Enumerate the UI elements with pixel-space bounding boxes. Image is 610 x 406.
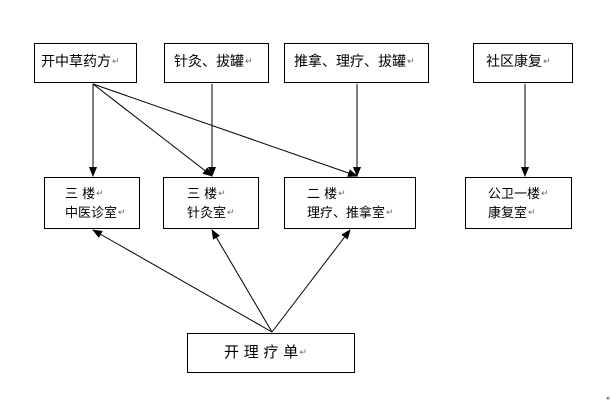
paragraph-mark: ↵ xyxy=(112,57,120,67)
therapy-massage-room-floor: 二 楼 xyxy=(307,187,338,202)
acupuncture-cupping-box: 针灸、拔罐↵ xyxy=(164,43,269,83)
paragraph-mark: ↵ xyxy=(541,189,549,199)
paragraph-mark: ↵ xyxy=(543,57,551,67)
arrow-chinese-herbal-to-therapy-massage-room xyxy=(92,83,358,177)
paragraph-mark: ↵ xyxy=(245,57,253,67)
paragraph-mark: ↵ xyxy=(386,208,394,218)
arrow-prescription-to-acupuncture-room xyxy=(211,229,273,333)
rehab-room-box: 公卫一楼↵ 康复室↵ xyxy=(465,177,572,229)
therapy-massage-room-box: 二 楼↵ 理疗、推拿室↵ xyxy=(284,177,416,229)
rehab-room-name: 康复室 xyxy=(488,206,528,221)
paragraph-mark: ↵ xyxy=(606,394,610,404)
prescription-label: 开 理 疗 单 xyxy=(224,343,299,361)
paragraph-mark: ↵ xyxy=(338,189,346,199)
paragraph-mark: ↵ xyxy=(227,208,235,218)
paragraph-mark: ↵ xyxy=(407,57,415,67)
community-rehab-label: 社区康复 xyxy=(486,54,542,70)
prescription-box: 开 理 疗 单↵ xyxy=(187,333,355,373)
herbal-prescription-box: 开中草药方↵ xyxy=(34,43,137,83)
massage-therapy-cupping-box: 推拿、理疗、拔罐↵ xyxy=(284,43,429,83)
acupuncture-room-floor: 三 楼 xyxy=(187,187,218,202)
community-rehab-box: 社区康复↵ xyxy=(473,43,573,83)
tcm-clinic-room: 中医诊室 xyxy=(65,206,118,221)
paragraph-mark: ↵ xyxy=(96,189,104,199)
rehab-room-floor: 公卫一楼 xyxy=(488,187,541,202)
massage-therapy-cupping-label: 推拿、理疗、拔罐 xyxy=(294,54,406,70)
arrow-chinese-herbal-to-acupuncture-room xyxy=(92,83,213,177)
paragraph-mark: ↵ xyxy=(118,208,126,218)
acupuncture-cupping-label: 针灸、拔罐 xyxy=(174,54,244,70)
arrow-prescription-to-tcm-clinic xyxy=(92,229,273,333)
acupuncture-room-box: 三 楼↵ 针灸室↵ xyxy=(163,177,259,229)
arrow-prescription-to-therapy-massage-room xyxy=(271,229,351,333)
herbal-prescription-label: 开中草药方 xyxy=(41,54,111,70)
acupuncture-room-name: 针灸室 xyxy=(187,206,227,221)
paragraph-mark: ↵ xyxy=(299,348,307,358)
tcm-clinic-floor: 三 楼 xyxy=(65,187,96,202)
therapy-massage-room-name: 理疗、推拿室 xyxy=(307,206,386,221)
paragraph-mark: ↵ xyxy=(218,189,226,199)
paragraph-mark: ↵ xyxy=(528,208,536,218)
tcm-clinic-box: 三 楼↵ 中医诊室↵ xyxy=(44,177,140,229)
